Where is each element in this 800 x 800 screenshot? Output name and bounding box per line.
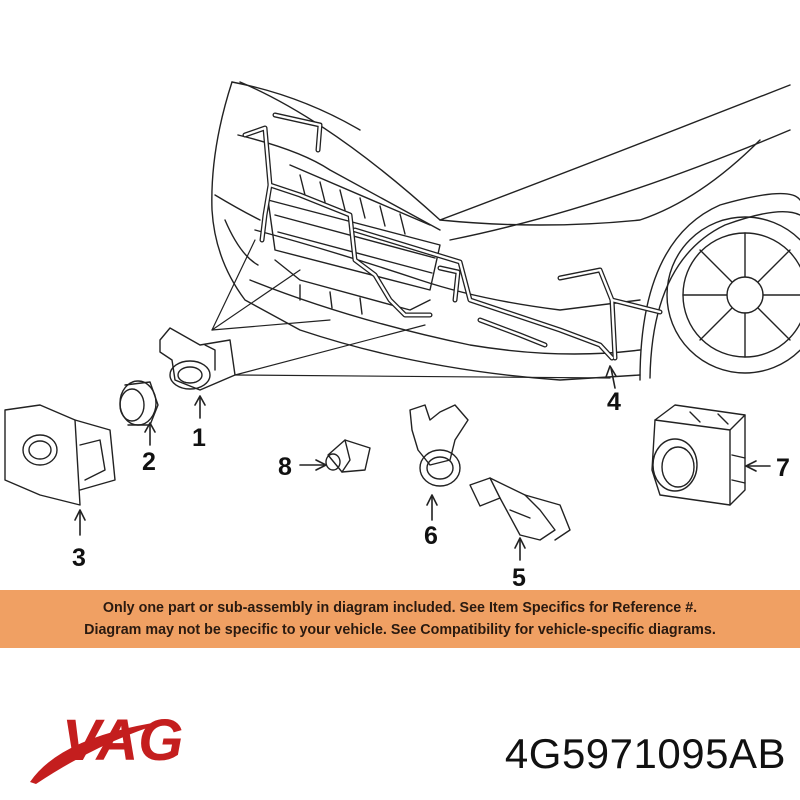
leader-lines — [211, 239, 611, 379]
callout-4: 4 — [607, 388, 621, 416]
parts-diagram: 1 2 3 4 5 6 7 8 — [4, 81, 800, 590]
callout-1: 1 — [192, 424, 206, 452]
callout-2: 2 — [142, 448, 156, 476]
callout-7: 7 — [776, 454, 790, 482]
part-8-connector — [325, 439, 371, 473]
disclaimer-line-1: Only one part or sub-assembly in diagram… — [102, 600, 698, 616]
callout-8: 8 — [278, 453, 292, 481]
callout-6: 6 — [424, 522, 438, 550]
callout-arrows — [74, 365, 771, 561]
disclaimer-banner: Only one part or sub-assembly in diagram… — [0, 590, 800, 648]
part-6-sensor-clip — [409, 404, 469, 487]
part-3-bracket — [4, 404, 116, 506]
part-number: 4G5971095AB — [504, 730, 786, 777]
wheel — [666, 216, 800, 374]
car-front-outline — [211, 81, 800, 381]
part-2-sensor-ring — [119, 380, 159, 426]
part-7-sensor-housing — [651, 404, 746, 506]
logo-text: VAG — [62, 708, 183, 773]
callout-5: 5 — [512, 564, 526, 590]
logo-swoosh — [30, 720, 172, 784]
callout-3: 3 — [72, 544, 86, 572]
part-5-temperature-sensor — [469, 477, 571, 541]
vag-logo: VAG — [30, 708, 183, 784]
part-1-parking-sensor — [159, 327, 236, 391]
disclaimer-line-2: Diagram may not be specific to your vehi… — [84, 622, 716, 638]
